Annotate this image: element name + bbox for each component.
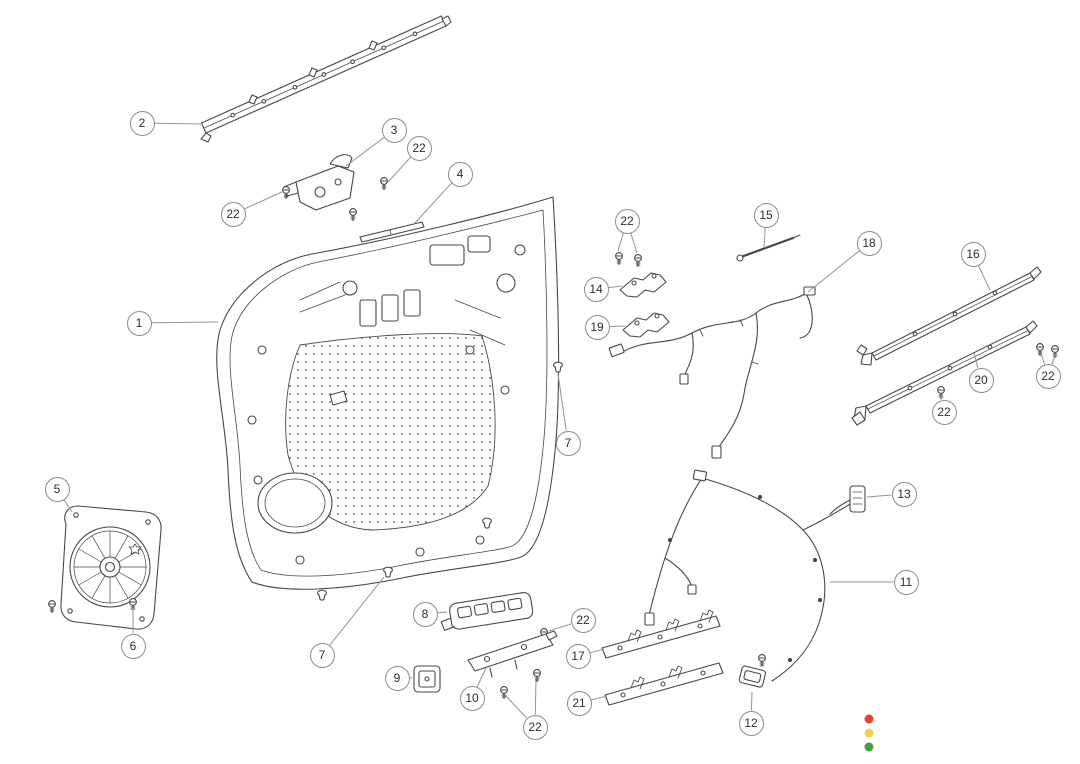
part-10-switch-bracket <box>467 630 558 678</box>
callout-5[interactable]: 5 <box>44 476 70 502</box>
callout-2[interactable]: 2 <box>129 110 155 136</box>
callout-7[interactable]: 7 <box>309 642 335 668</box>
callout-22[interactable]: 22 <box>406 135 432 161</box>
callout-4[interactable]: 4 <box>447 161 473 187</box>
callout-22[interactable]: 22 <box>931 399 957 425</box>
callout-3[interactable]: 3 <box>381 117 407 143</box>
callout-22[interactable]: 22 <box>220 201 246 227</box>
part-11-wiring-harness <box>644 469 853 682</box>
callout-22[interactable]: 22 <box>1035 363 1061 389</box>
callout-22[interactable]: 22 <box>522 714 548 740</box>
part-1-door-panel <box>216 196 560 590</box>
callout-1[interactable]: 1 <box>126 310 152 336</box>
part-13-connector <box>829 485 866 515</box>
callout-21[interactable]: 21 <box>566 690 592 716</box>
callout-22[interactable]: 22 <box>614 208 640 234</box>
callout-18[interactable]: 18 <box>856 230 882 256</box>
part-14-bracket <box>619 272 667 298</box>
part-19-bracket <box>622 312 670 338</box>
callout-20[interactable]: 20 <box>968 367 994 393</box>
callout-10[interactable]: 10 <box>459 685 485 711</box>
callout-11[interactable]: 11 <box>893 569 919 595</box>
part-4-trim-blade <box>359 221 425 243</box>
callout-22[interactable]: 22 <box>570 607 596 633</box>
part-2-upper-trim-strip <box>200 15 452 143</box>
part-20-rail <box>851 320 1038 426</box>
part-18-wiring-harness <box>608 286 816 459</box>
callout-6[interactable]: 6 <box>120 633 146 659</box>
part-8-window-switch <box>440 592 534 631</box>
callout-16[interactable]: 16 <box>960 241 986 267</box>
part-21-trim-strip <box>604 662 724 706</box>
callout-12[interactable]: 12 <box>738 710 764 736</box>
part-5-speaker-grille <box>60 505 162 630</box>
part-12-connector <box>738 665 766 688</box>
callout-15[interactable]: 15 <box>753 202 779 228</box>
part-16-rail <box>856 266 1042 366</box>
callout-19[interactable]: 19 <box>584 314 610 340</box>
callout-9[interactable]: 9 <box>384 665 410 691</box>
callout-8[interactable]: 8 <box>412 601 438 627</box>
callout-14[interactable]: 14 <box>583 276 609 302</box>
part-9-switch <box>413 665 441 693</box>
callout-17[interactable]: 17 <box>565 643 591 669</box>
part-15-rod <box>736 234 801 262</box>
part-17-trim-strip <box>601 609 721 659</box>
callout-13[interactable]: 13 <box>891 481 917 507</box>
callout-7[interactable]: 7 <box>555 430 581 456</box>
